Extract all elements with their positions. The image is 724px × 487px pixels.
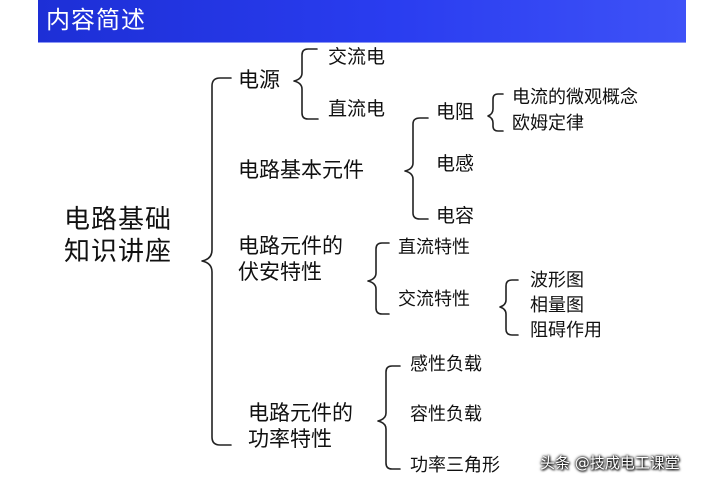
- bracket-power-source: [293, 48, 319, 120]
- leaf-micro-current: 电流的微观概念: [512, 87, 638, 108]
- leaf-waveform: 波形图: [530, 270, 584, 291]
- leaf-power-triangle: 功率三角形: [410, 455, 500, 476]
- leaf-inductive-load: 感性负载: [410, 354, 482, 375]
- bracket-basic-components: [404, 117, 429, 220]
- leaf-capacitor: 电容: [436, 205, 475, 227]
- topic-power-characteristics: 电路元件的 功率特性: [248, 401, 353, 452]
- leaf-dc-power: 直流电: [328, 98, 386, 120]
- topic-basic-components: 电路基本元件: [238, 158, 364, 182]
- leaf-inductor: 电感: [436, 153, 475, 175]
- leaf-ac-power: 交流电: [328, 46, 386, 68]
- topic-volt-ampere: 电路元件的 伏安特性: [238, 234, 343, 285]
- root-topic: 电路基础 知识讲座: [64, 205, 173, 267]
- bracket-ac: [499, 279, 519, 336]
- leaf-dc-characteristics: 直流特性: [398, 237, 470, 258]
- bracket-resistor: [487, 93, 504, 132]
- leaf-impedance: 阻碍作用: [530, 320, 602, 341]
- leaf-ohms-law: 欧姆定律: [512, 113, 584, 134]
- bracket-volt-ampere: [367, 242, 390, 315]
- topic-power-source: 电源: [238, 68, 280, 92]
- bracket-power-characteristics: [377, 365, 401, 470]
- leaf-resistor: 电阻: [436, 101, 475, 123]
- leaf-ac-characteristics: 交流特性: [398, 289, 470, 310]
- leaf-phasor: 相量图: [530, 295, 584, 316]
- watermark: 头条 @技成电工课堂: [540, 454, 680, 472]
- slide-header-bar: 内容简述: [38, 0, 686, 42]
- leaf-capacitive-load: 容性负载: [410, 404, 482, 425]
- slide-title: 内容简述: [46, 6, 146, 34]
- bracket-root: [201, 77, 232, 446]
